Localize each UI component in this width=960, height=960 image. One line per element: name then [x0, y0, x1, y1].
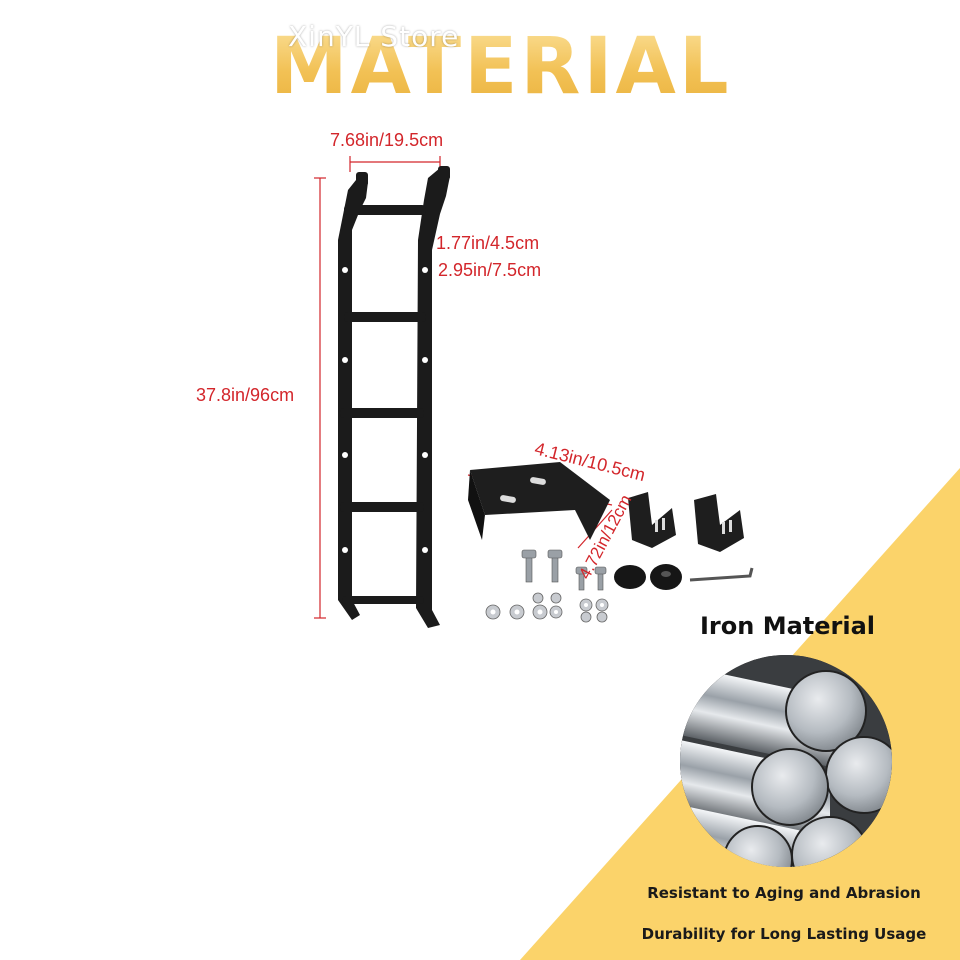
material-title: Iron Material: [700, 612, 876, 640]
store-watermark: XinYL Store: [288, 20, 460, 53]
dimension-height: 37.8in/96cm: [196, 385, 295, 405]
ladder-image: [338, 166, 450, 628]
feature-durability: Durability for Long Lasting Usage: [641, 925, 927, 943]
dimension-top-width: 7.68in/19.5cm: [330, 130, 444, 150]
headline-material: MATERIAL: [270, 22, 732, 112]
steel-bars-icon: [680, 655, 892, 867]
feature-aging-resistance: Resistant to Aging and Abrasion: [647, 884, 921, 902]
steel-bars-image: [680, 655, 892, 867]
dimension-lines: [314, 156, 613, 619]
dimension-step-gap: 1.77in/4.5cm: [436, 233, 540, 253]
dimension-step-pitch: 2.95in/7.5cm: [438, 260, 542, 280]
bracket-kit-image: [468, 462, 754, 623]
